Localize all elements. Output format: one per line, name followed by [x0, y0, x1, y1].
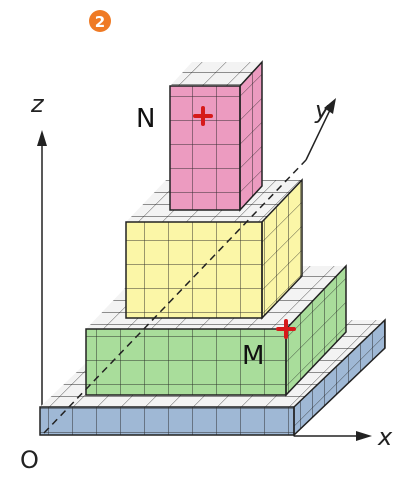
- y-axis-hidden-part: [43, 159, 307, 434]
- point-n-label: N: [136, 104, 155, 134]
- z-axis: z: [30, 90, 47, 432]
- y-axis-arrowhead: [324, 98, 336, 114]
- step-badge: 2: [89, 10, 111, 32]
- point-n-marker: [193, 106, 213, 126]
- z-axis-label: z: [30, 90, 45, 118]
- x-axis-arrowhead: [356, 431, 372, 441]
- step-badge-number: 2: [95, 13, 105, 31]
- z-axis-arrowhead: [37, 130, 47, 146]
- layer-pink: [169, 60, 263, 212]
- point-n: N: [136, 104, 213, 134]
- y-axis: y: [43, 96, 336, 434]
- x-axis-label: x: [377, 423, 393, 451]
- point-m-marker: [276, 319, 296, 339]
- y-axis-label: y: [314, 96, 330, 124]
- point-m: M: [242, 319, 296, 371]
- origin-label: O: [20, 446, 39, 474]
- step-badge-circle: [89, 10, 111, 32]
- point-m-label: M: [242, 341, 264, 371]
- x-axis: x: [294, 423, 393, 451]
- y-axis-visible-part: [305, 109, 331, 161]
